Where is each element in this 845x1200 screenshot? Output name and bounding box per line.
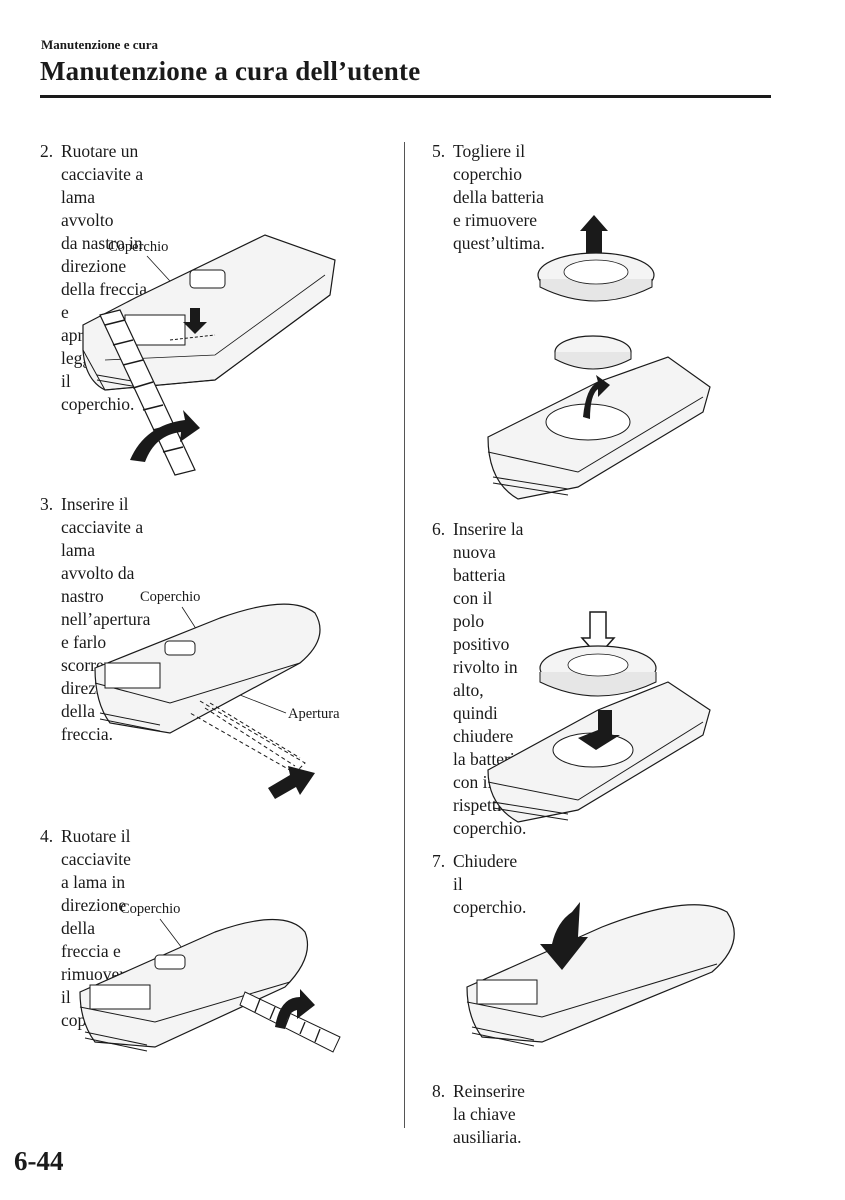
step-number: 4.: [40, 826, 54, 846]
step-number: 8.: [432, 1081, 446, 1101]
title-rule: [40, 95, 771, 98]
column-divider: [404, 142, 405, 1128]
step-number: 6.: [432, 519, 446, 539]
section-label: Manutenzione e cura: [41, 37, 158, 52]
figure-step-5: [478, 207, 723, 502]
figure-step-2: Coperchio: [75, 230, 345, 480]
step-text: Reinserire la chiave ausiliaria.: [453, 1081, 525, 1147]
page-title: Manutenzione a cura dell’utente: [40, 56, 421, 86]
figure-step-6: [478, 610, 723, 830]
figure-step-4: Coperchio: [75, 897, 350, 1067]
callout-cover: Coperchio: [108, 239, 168, 255]
figure-step-3: Coperchio Apertura: [90, 583, 360, 813]
step-text: Togliere il coperchio della batteria e r…: [453, 141, 545, 253]
step-number: 2.: [40, 141, 54, 161]
step-text: Chiudere il coperchio.: [453, 851, 527, 917]
callout-cover: Coperchio: [120, 901, 180, 917]
callout-cover: Coperchio: [140, 589, 200, 605]
figure-step-7: [462, 892, 742, 1062]
step-number: 3.: [40, 494, 54, 514]
step-number: 5.: [432, 141, 446, 161]
callout-opening: Apertura: [288, 706, 340, 722]
step-text: Ruotare un cacciavite a lama avvolto da …: [61, 141, 147, 414]
page-number: 6-44: [14, 1146, 64, 1176]
step-number: 7.: [432, 851, 446, 871]
step-text: Inserire la nuova batteria con il polo p…: [453, 519, 527, 838]
